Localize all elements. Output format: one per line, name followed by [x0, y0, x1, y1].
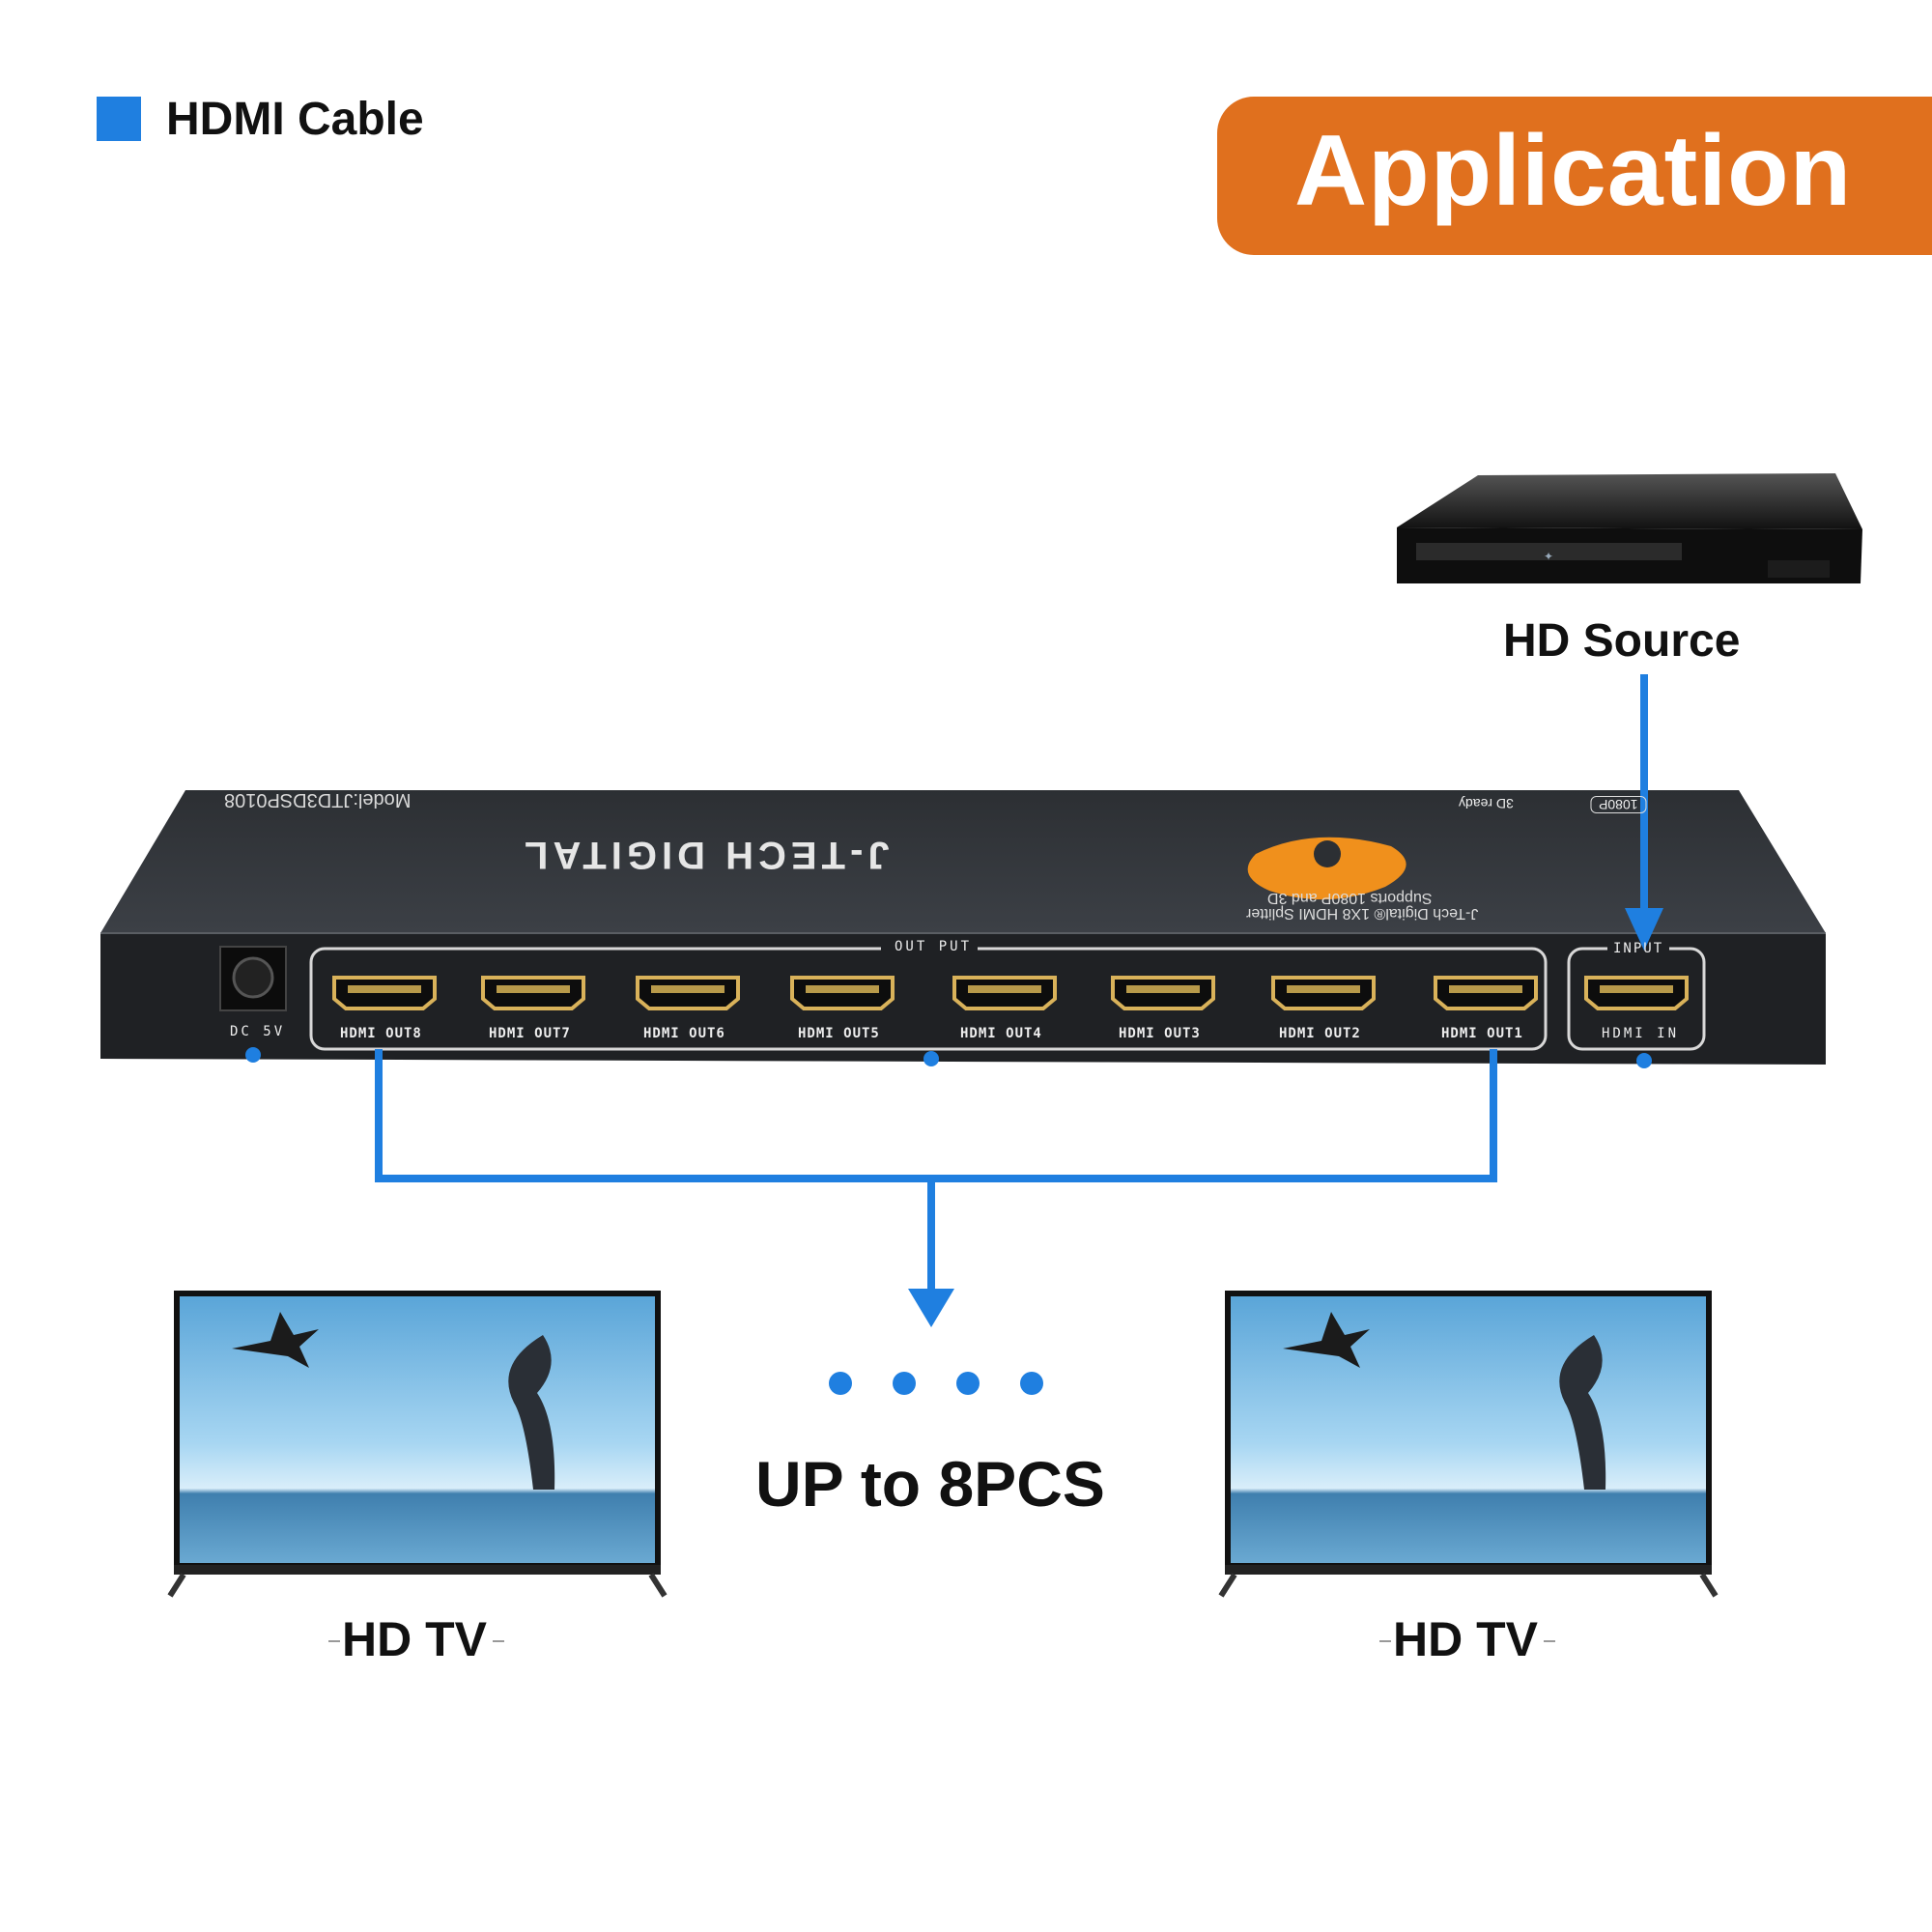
output-port-label: HDMI OUT2 — [1279, 1026, 1361, 1041]
power-label: DC 5V — [230, 1024, 286, 1039]
output-port-label: HDMI OUT6 — [643, 1026, 725, 1041]
legend-swatch — [97, 97, 141, 141]
splitter-model-label: Model:JTD3DSP0108 — [224, 789, 412, 810]
hd-source-label: HD Source — [1503, 615, 1741, 667]
output-arrow-head — [908, 1289, 954, 1327]
output-port-label: HDMI OUT4 — [960, 1026, 1042, 1041]
tv-label-right: HD TV — [1393, 1612, 1538, 1666]
splitter-brand-label: J-TECH DIGITAL — [520, 834, 890, 876]
application-banner — [1217, 97, 1932, 255]
tv-icon — [167, 1291, 668, 1598]
input-arrow-head — [1625, 908, 1663, 951]
hdmi-splitter-device — [100, 790, 1826, 1065]
hdmi-cable-lines — [375, 674, 1648, 1291]
splitter-description-line2: Supports 1080P and 3D — [1267, 890, 1433, 906]
output-port-label: HDMI OUT3 — [1119, 1026, 1201, 1041]
output-port-label: HDMI OUT5 — [798, 1026, 880, 1041]
svg-text:✦: ✦ — [1544, 550, 1553, 563]
splitter-description-line1: J-Tech Digital® 1X8 HDMI Splitter — [1246, 905, 1479, 922]
input-port-label: HDMI IN — [1602, 1026, 1680, 1041]
brand-logo-icon — [1247, 837, 1406, 900]
application-title: Application — [1294, 115, 1853, 227]
output-count-label: UP to 8PCS — [755, 1448, 1105, 1520]
output-port-label: HDMI OUT7 — [489, 1026, 571, 1041]
badge-1080p: 1080P — [1590, 796, 1647, 813]
tv-label-left: HD TV — [342, 1612, 487, 1666]
input-group-label: INPUT — [1613, 941, 1664, 956]
output-port-label: HDMI OUT1 — [1441, 1026, 1523, 1041]
tv-icon — [1218, 1291, 1719, 1598]
port-marker-dots — [245, 1047, 1652, 1068]
badge-3d-ready: 3D ready — [1459, 796, 1514, 811]
legend-label: HDMI Cable — [166, 94, 424, 145]
output-port-label: HDMI OUT8 — [340, 1026, 422, 1041]
output-group-label: OUT PUT — [895, 939, 973, 954]
blu-ray-player-icon: ✦ — [1397, 473, 1862, 583]
ellipsis-dots — [829, 1372, 1043, 1395]
